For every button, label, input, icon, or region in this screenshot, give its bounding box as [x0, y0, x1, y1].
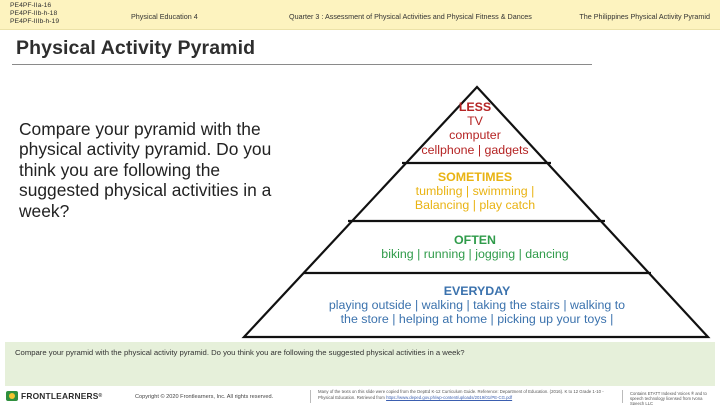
tier-heading: LESS	[458, 100, 492, 114]
header-band: PE4PF-IIa-16 PE4PF-IIb-h-18 PE4PF-IIIb-h…	[0, 0, 720, 30]
tier-sometimes: SOMETIMES tumbling | swimming | Balancin…	[380, 170, 570, 213]
tier-line: TV	[467, 114, 483, 129]
brand-logo-icon	[6, 391, 18, 401]
footer: FRONTLEARNERS ® Copyright © 2020 Frontle…	[0, 388, 720, 405]
copyright-text: Copyright © 2020 Frontlearners, Inc. All…	[135, 394, 274, 400]
registered-mark: ®	[98, 393, 103, 399]
tier-line: the store | helping at home | picking up…	[340, 312, 614, 327]
tier-less: LESS TV computer cellphone | gadgets	[415, 100, 535, 157]
frontlearners-logo: FRONTLEARNERS ®	[6, 391, 102, 401]
tier-heading: EVERYDAY	[443, 284, 511, 298]
topic-label: The Philippines Physical Activity Pyrami…	[579, 12, 710, 21]
slide-title: Physical Activity Pyramid	[16, 37, 256, 59]
brand-name: FRONTLEARNERS	[21, 391, 99, 401]
competency-code: PE4PF-IIa-16	[10, 2, 52, 9]
tier-heading: OFTEN	[454, 233, 496, 247]
question-text: Compare your pyramid with the physical a…	[19, 119, 272, 221]
competency-code: PE4PF-IIb-h-18	[10, 10, 58, 17]
tier-line: computer	[449, 128, 501, 143]
footer-divider	[310, 390, 311, 403]
tier-often: OFTEN biking | running | jogging | danci…	[330, 233, 620, 261]
tier-line: playing outside | walking | taking the s…	[328, 298, 626, 313]
footer-divider	[622, 390, 623, 403]
quarter-label: Quarter 3 : Assessment of Physical Activ…	[289, 12, 532, 21]
competency-codes: PE4PF-IIa-16 PE4PF-IIb-h-18 PE4PF-IIIb-h…	[10, 2, 59, 26]
voice-credit-note: Contains ETATT Indexed Voices ® and to s…	[630, 391, 707, 405]
subject-label: Physical Education 4	[131, 12, 198, 21]
caption-text: Compare your pyramid with the physical a…	[15, 348, 465, 357]
caption-box: Compare your pyramid with the physical a…	[5, 342, 715, 386]
title-divider	[12, 64, 592, 65]
tier-line: cellphone | gadgets	[421, 142, 529, 157]
tier-everyday: EVERYDAY playing outside | walking | tak…	[300, 284, 654, 327]
credits-text: Many of the texts on this slide were cop…	[318, 389, 604, 400]
tier-line: Balancing | play catch	[414, 198, 536, 213]
credits-note: Many of the texts on this slide were cop…	[318, 389, 610, 401]
tier-heading: SOMETIMES	[437, 170, 513, 184]
tier-line: biking | running | jogging | dancing	[381, 247, 569, 262]
credits-link[interactable]: https://www.deped.gov.ph/wp-content/uplo…	[386, 394, 513, 400]
competency-code: PE4PF-IIIb-h-19	[10, 18, 60, 25]
tier-line: tumbling | swimming |	[415, 184, 535, 199]
